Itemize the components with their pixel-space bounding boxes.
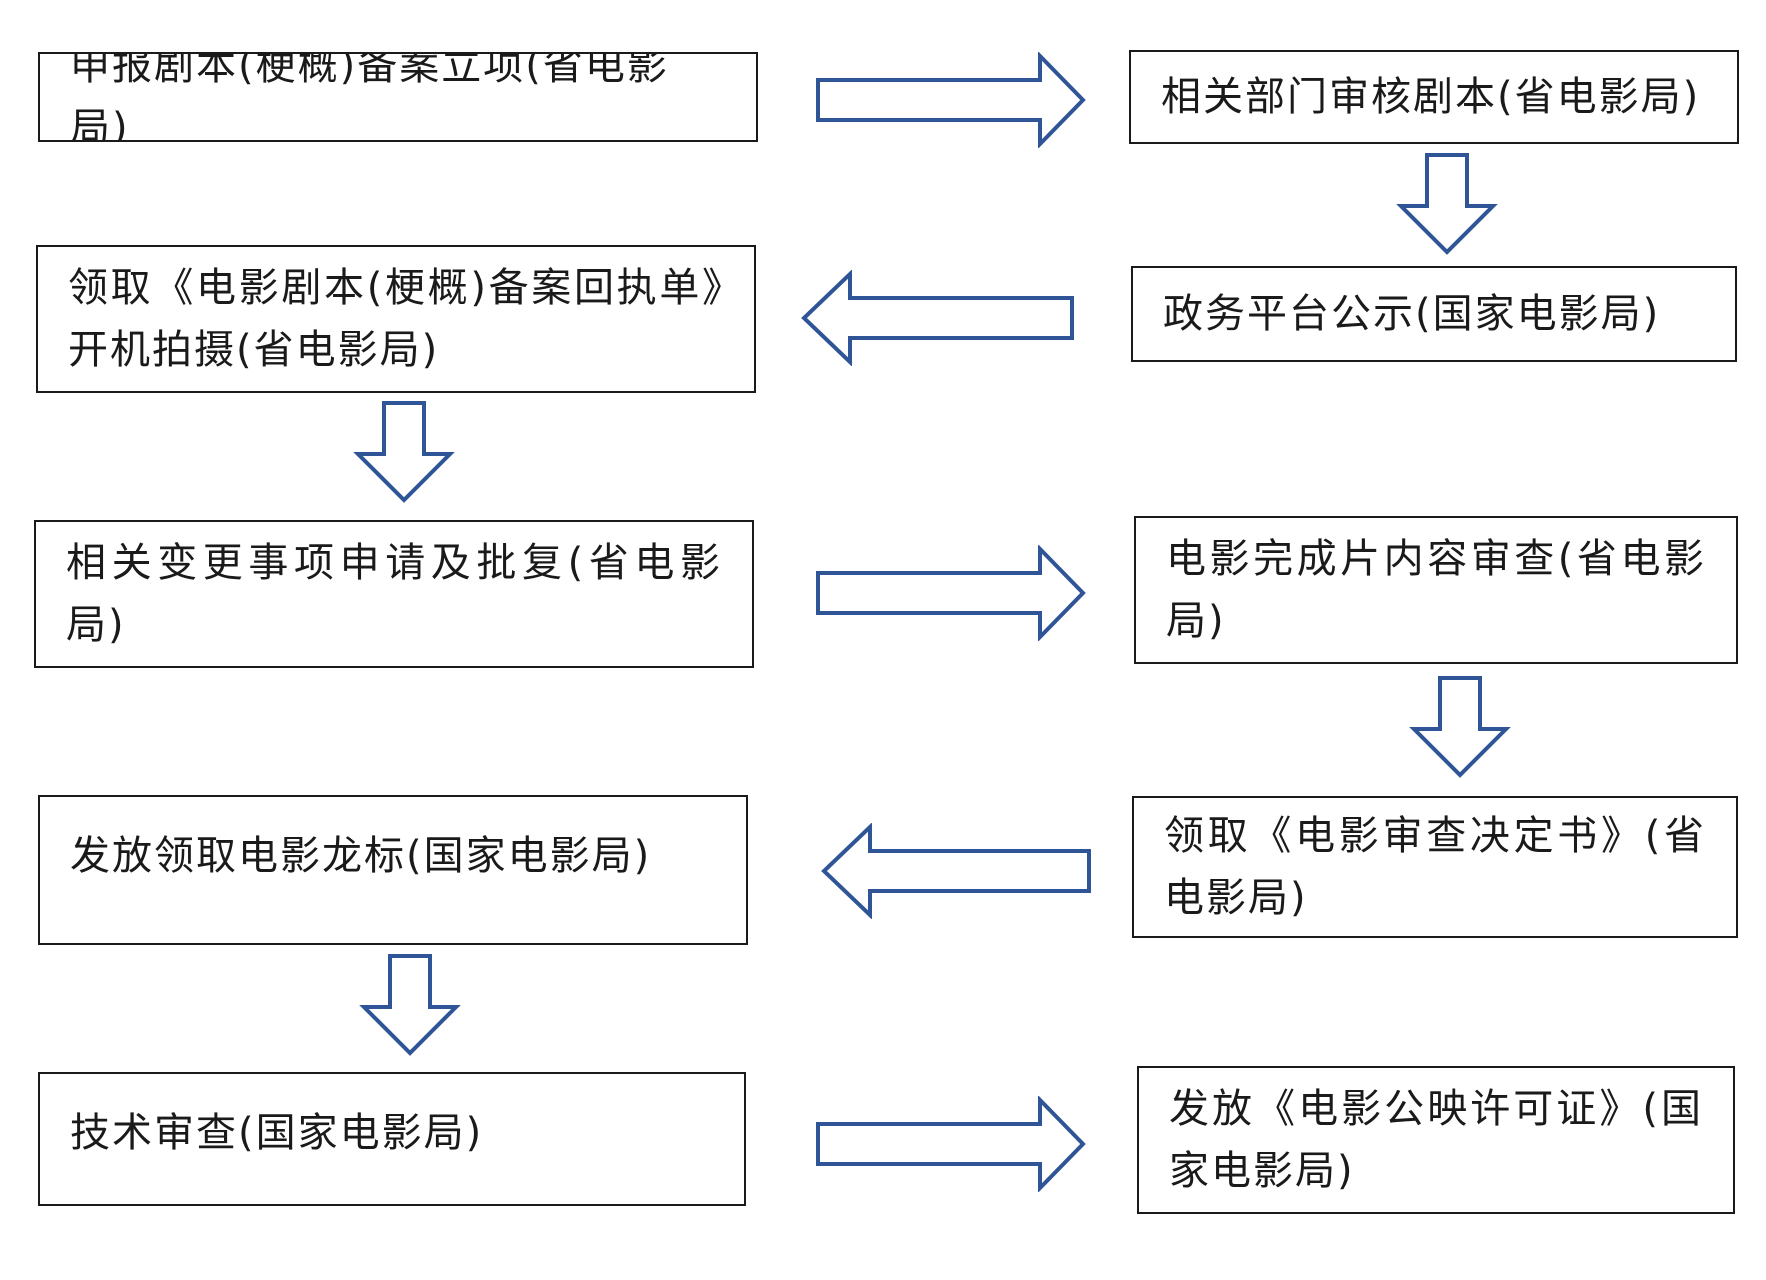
step-label: 发放领取电影龙标(国家电影局)	[70, 833, 652, 879]
step-label: 领取《电影剧本(梗概)备案回执单》开机拍摄(省电影局)	[68, 265, 724, 373]
step-label: 技术审查(国家电影局)	[70, 1110, 484, 1156]
arrow-down-icon	[359, 954, 461, 1056]
arrow-down-icon	[1409, 676, 1511, 778]
arrow-left-icon	[801, 270, 1074, 366]
step-label: 政务平台公示(国家电影局)	[1163, 291, 1661, 337]
step-label: 发放《电影公映许可证》(国家电影局)	[1169, 1086, 1703, 1194]
step-box-review-script: 相关部门审核剧本(省电影局)	[1129, 50, 1739, 144]
step-box-content-review: 电影完成片内容审查(省电影局)	[1134, 516, 1738, 664]
step-box-platform-publicity: 政务平台公示(国家电影局)	[1131, 266, 1737, 362]
step-label: 相关部门审核剧本(省电影局)	[1161, 74, 1701, 120]
step-box-declare-script: 申报剧本(梗概)备案立项(省电影局)	[38, 52, 758, 142]
arrow-right-icon	[816, 1096, 1086, 1192]
step-label: 相关变更事项申请及批复(省电影局)	[66, 540, 722, 648]
step-box-technical-review: 技术审查(国家电影局)	[38, 1072, 746, 1206]
arrow-right-icon	[816, 545, 1086, 641]
arrow-down-icon	[1396, 153, 1498, 255]
arrow-left-icon	[821, 823, 1091, 919]
step-box-review-decision: 领取《电影审查决定书》(省电影局)	[1132, 796, 1738, 938]
step-box-issue-release-license: 发放《电影公映许可证》(国家电影局)	[1137, 1066, 1735, 1214]
step-box-change-application: 相关变更事项申请及批复(省电影局)	[34, 520, 754, 668]
arrow-down-icon	[353, 401, 455, 503]
step-label: 电影完成片内容审查(省电影局)	[1166, 536, 1706, 644]
step-box-issue-dragon-logo: 发放领取电影龙标(国家电影局)	[38, 795, 748, 945]
step-label: 申报剧本(梗概)备案立项(省电影局)	[70, 52, 669, 142]
step-label: 领取《电影审查决定书》(省电影局)	[1164, 813, 1706, 921]
arrow-right-icon	[816, 52, 1086, 148]
step-box-receive-receipt-start-shooting: 领取《电影剧本(梗概)备案回执单》开机拍摄(省电影局)	[36, 245, 756, 393]
